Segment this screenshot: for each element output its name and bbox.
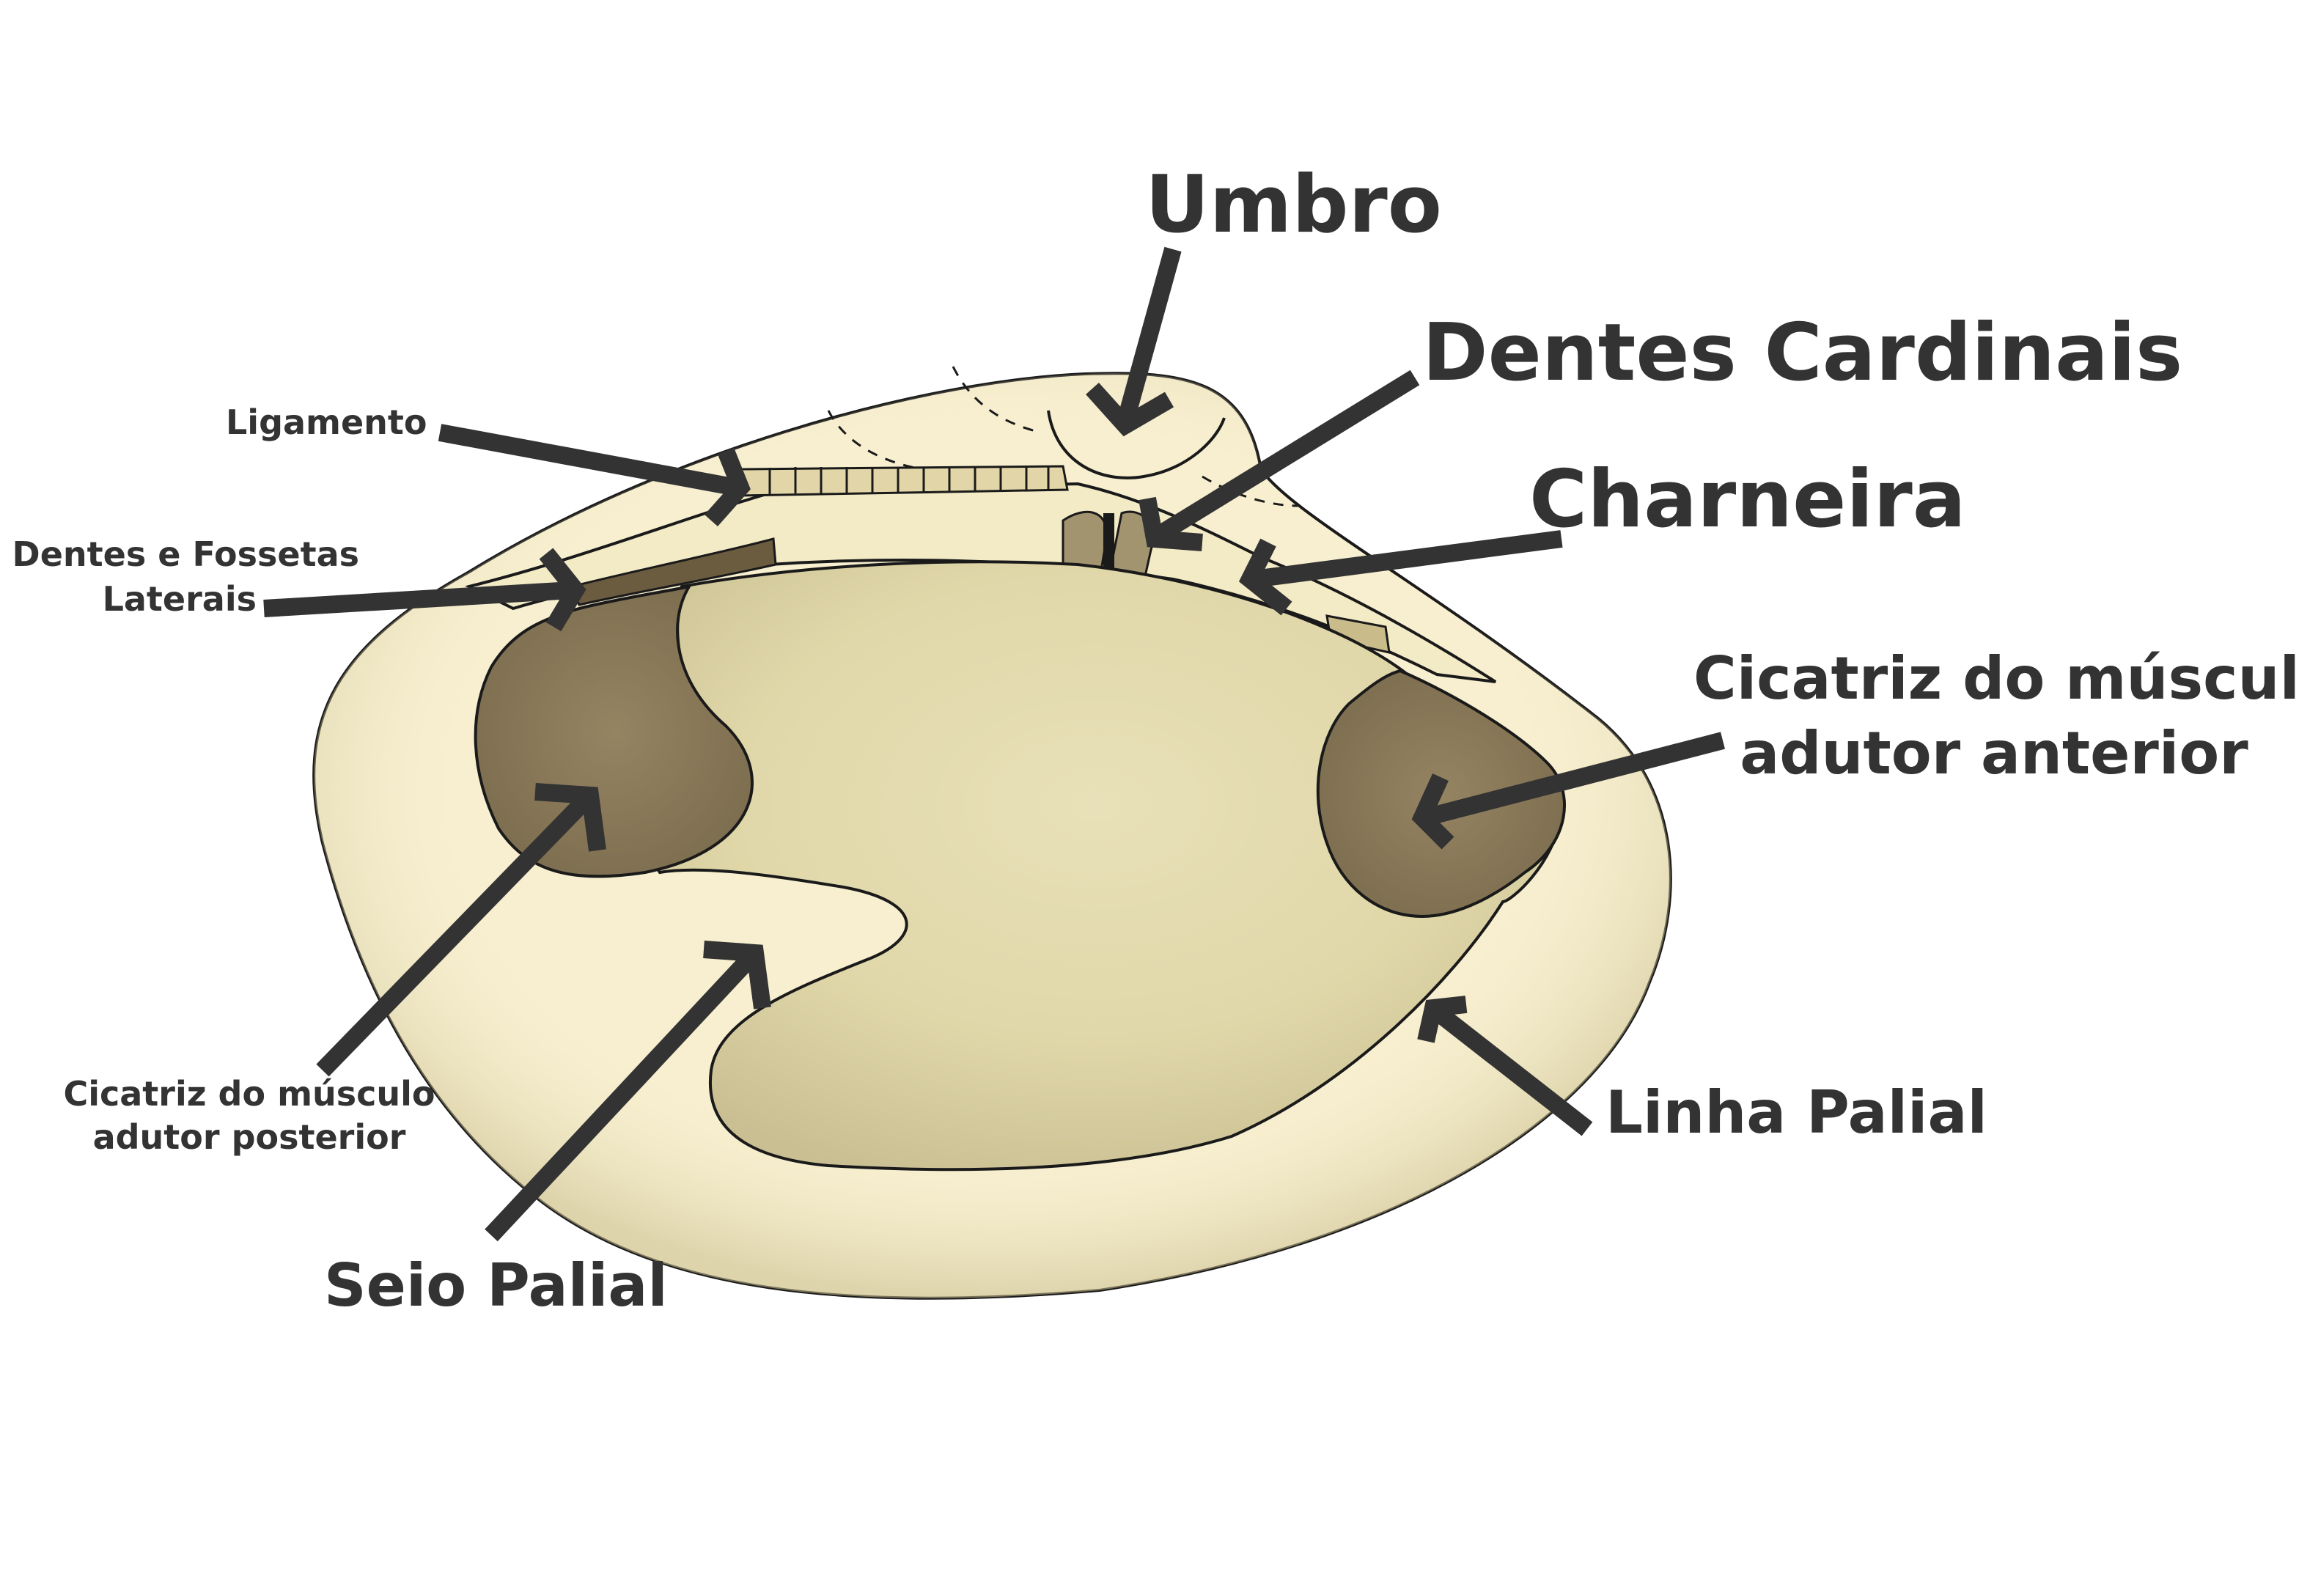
label-cicatriz-anterior-line2: adutor anterior — [1740, 719, 2248, 787]
arrow-ligamento — [438, 424, 739, 496]
arrow-umbro — [1117, 246, 1182, 424]
label-seio-palial: Seio Palial — [324, 1251, 668, 1320]
arrow-linha-palial-head — [1417, 996, 1468, 1043]
label-cicatriz-anterior: Cicatriz do músculo adutor anterior — [1693, 644, 2299, 787]
arrow-cicatriz-posterior-head — [534, 783, 606, 852]
label-dentes-cardinais: Dentes Cardinais — [1422, 307, 2183, 399]
label-cicatriz-posterior-line1: Cicatriz do músculo — [63, 1074, 435, 1114]
arrow-dentes-fossetas — [263, 581, 573, 617]
posterior-adductor-scar — [474, 584, 754, 878]
label-cicatriz-anterior-line1: Cicatriz do músculo — [1693, 644, 2299, 713]
arrow-seio-palial-head — [703, 941, 771, 1010]
label-dentes-fossetas-line1: Dentes e Fossetas — [12, 534, 359, 574]
arrow-seio-palial — [485, 950, 758, 1242]
umbo-growth-line-2 — [952, 366, 1042, 434]
label-cicatriz-posterior-line2: adutor posterior — [92, 1117, 406, 1157]
arrows — [263, 246, 1726, 1242]
label-charneira: Charneira — [1529, 454, 1966, 545]
arrow-cicatriz-anterior — [1423, 732, 1726, 826]
arrow-ligamento-head — [705, 447, 751, 526]
label-cicatriz-posterior: Cicatriz do músculo adutor posterior — [59, 1075, 440, 1157]
label-linha-palial: Linha Palial — [1605, 1078, 1987, 1147]
umbo-beak — [1047, 410, 1226, 479]
arrow-dentes-cardinais — [1153, 369, 1420, 543]
label-dentes-fossetas: Dentes e Fossetas Laterais — [0, 535, 359, 619]
arrow-charneira-head — [1238, 538, 1292, 616]
label-dentes-fossetas-line2: Laterais — [102, 578, 257, 619]
shell-inner-area — [628, 560, 1564, 1172]
label-ligamento: Ligamento — [226, 402, 427, 442]
arrow-linha-palial — [1431, 1004, 1593, 1136]
umbo-growth-line-3 — [1202, 475, 1298, 507]
label-umbro: Umbro — [1145, 159, 1442, 251]
lateral-teeth-posterior — [570, 537, 777, 606]
arrow-charneira — [1252, 530, 1563, 588]
arrow-cicatriz-posterior — [316, 793, 593, 1077]
arrow-umbro-head — [1086, 382, 1174, 437]
arrow-dentes-cardinais-head — [1139, 496, 1203, 551]
ligament — [739, 465, 1069, 497]
arrow-cicatriz-anterior-head — [1411, 773, 1454, 850]
arrow-dentes-fossetas-head — [539, 548, 586, 632]
